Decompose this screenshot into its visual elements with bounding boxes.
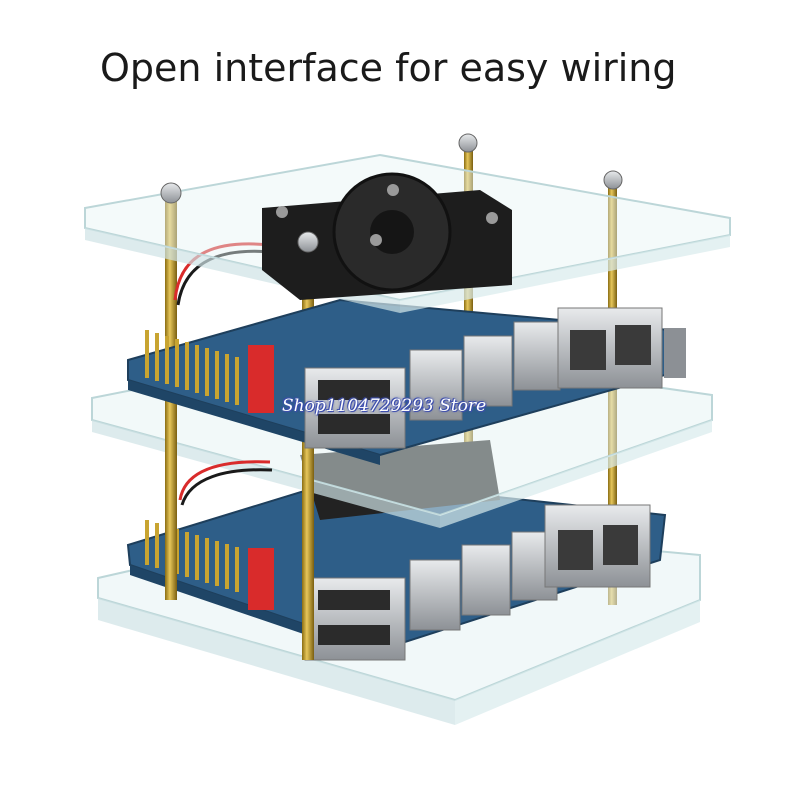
headline: Open interface for easy wiring: [100, 46, 677, 90]
upper-board: [127, 298, 686, 465]
cooling-fan: [262, 172, 512, 300]
standoff-caps: [160, 133, 623, 253]
fan-wires: [173, 242, 273, 506]
store-watermark: Shop1104729293 Store: [282, 396, 487, 416]
